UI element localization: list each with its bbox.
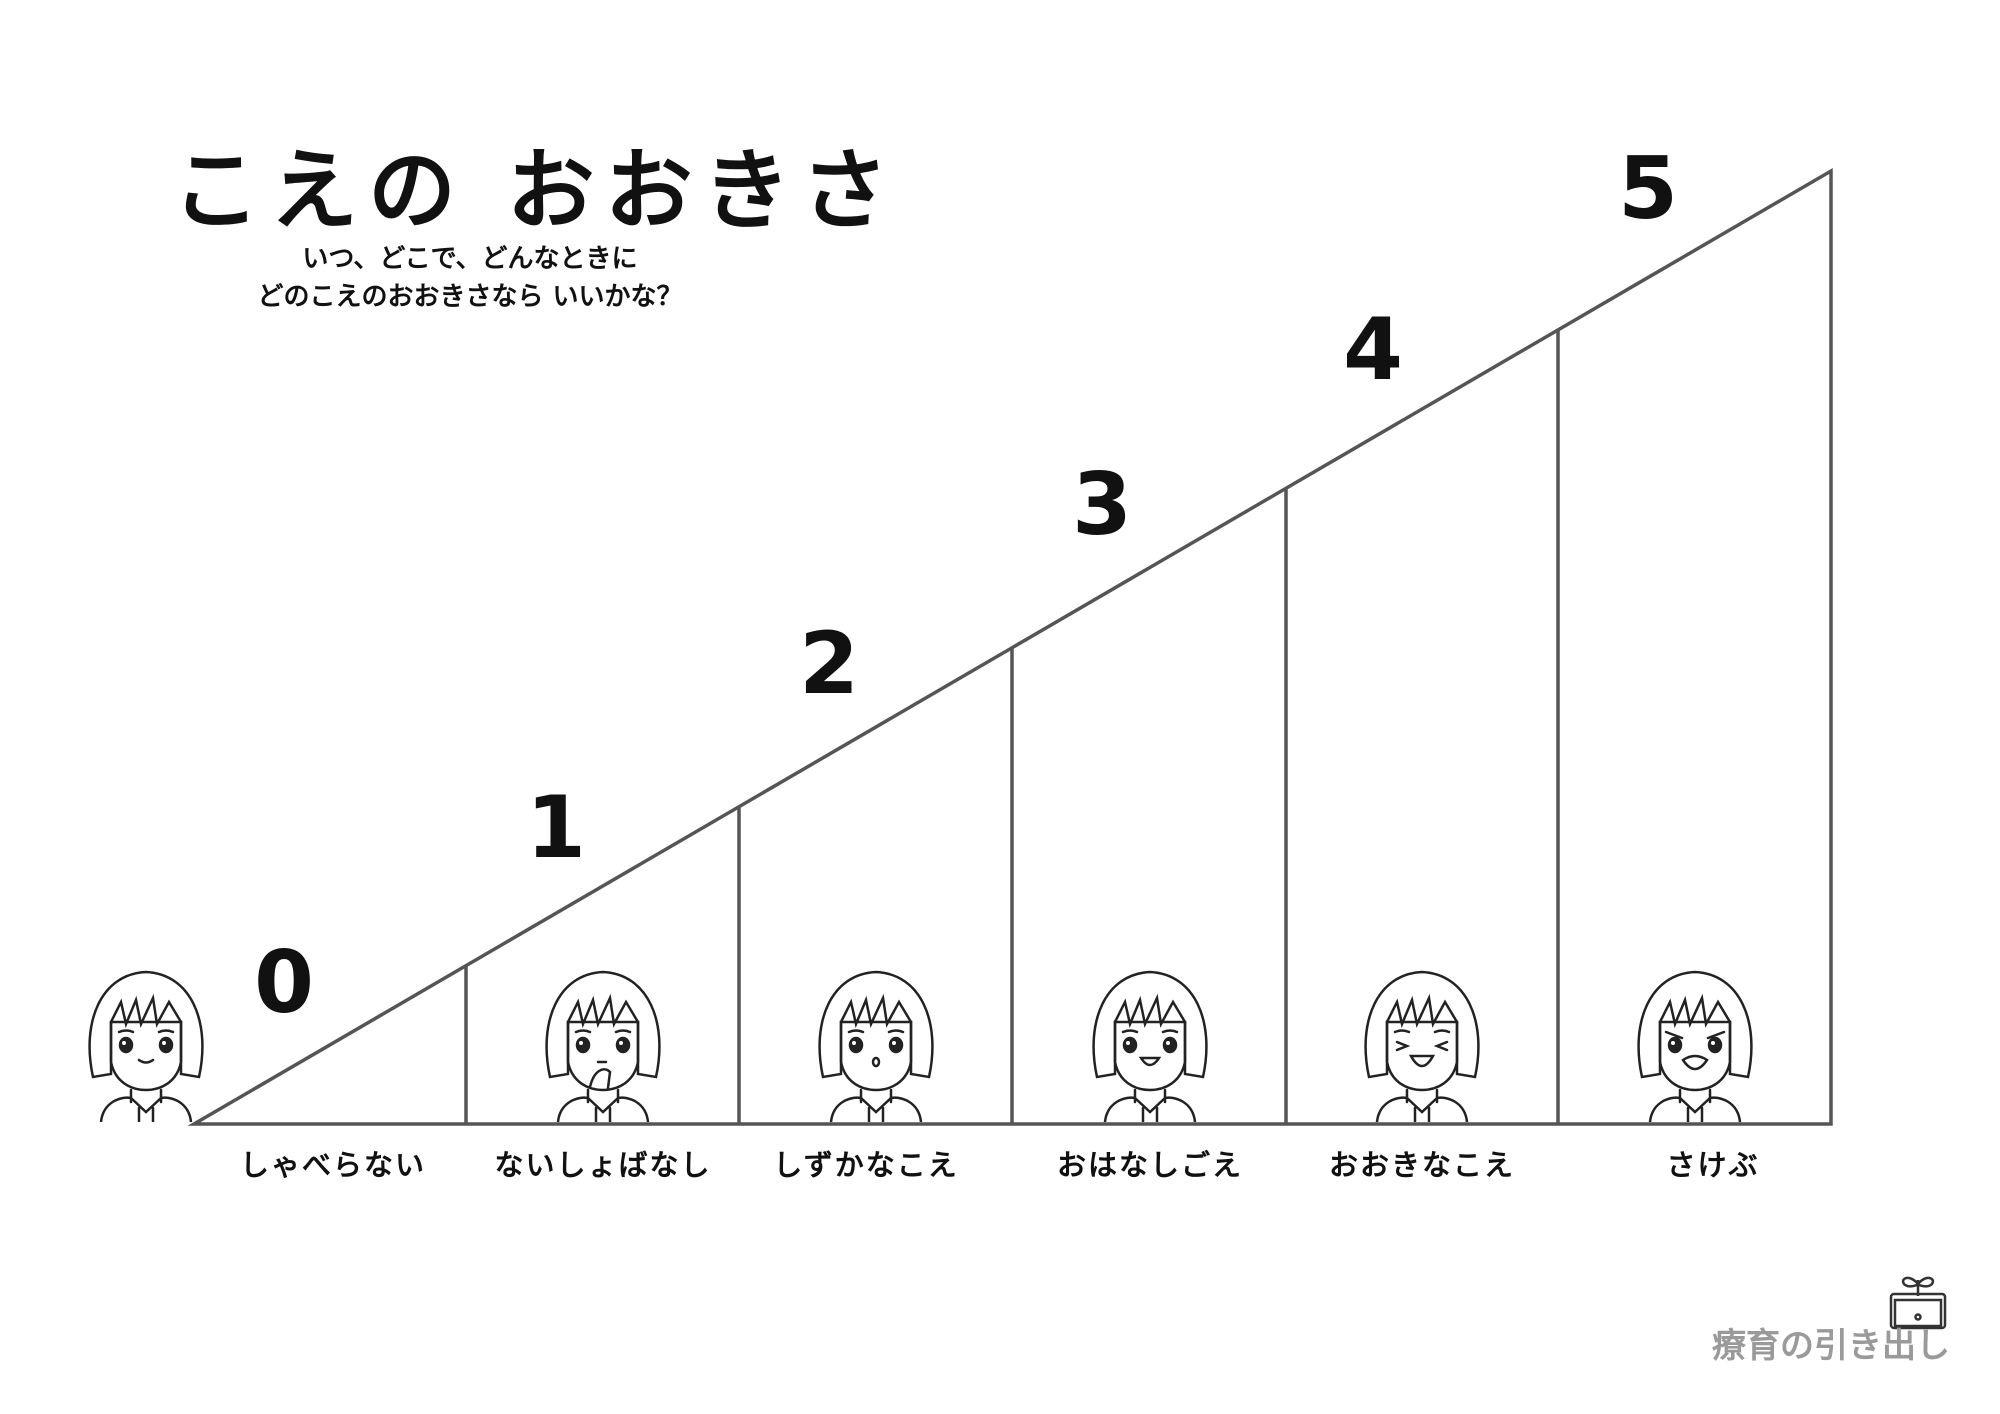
level-label-5: さけぶ [1666,1148,1760,1182]
level-label-4: おおきなこえ [1328,1148,1515,1182]
subtitle-line-1: いつ、どこで、どんなときに [302,244,638,274]
drawer-sprout-icon [1889,1276,1947,1330]
level-number-4: 4 [1343,300,1403,400]
level-label-1: ないしょばなし [494,1148,712,1182]
subtitle-line-2: どのこえのおおきさなら いいかな？ [257,282,683,312]
page-title: こえの おおきさ [172,139,899,242]
level-number-0: 0 [254,933,314,1033]
girl-face-icon [1637,970,1753,1122]
level-number-1: 1 [526,778,586,878]
level-label-0: しゃべらない [239,1148,426,1182]
level-number-2: 2 [799,614,859,714]
level-label-2: しずかなこえ [773,1148,959,1182]
girl-face-icon [545,970,661,1122]
girl-face-icon [1092,970,1208,1122]
girl-face-icon [1364,970,1480,1122]
logo-text: 療育の引き出し [1712,1326,1950,1366]
level-number-3: 3 [1072,455,1132,555]
level-label-3: おはなしごえ [1056,1148,1243,1182]
girl-face-icon [88,970,204,1122]
girl-face-icon [818,970,934,1122]
level-number-5: 5 [1618,139,1678,239]
